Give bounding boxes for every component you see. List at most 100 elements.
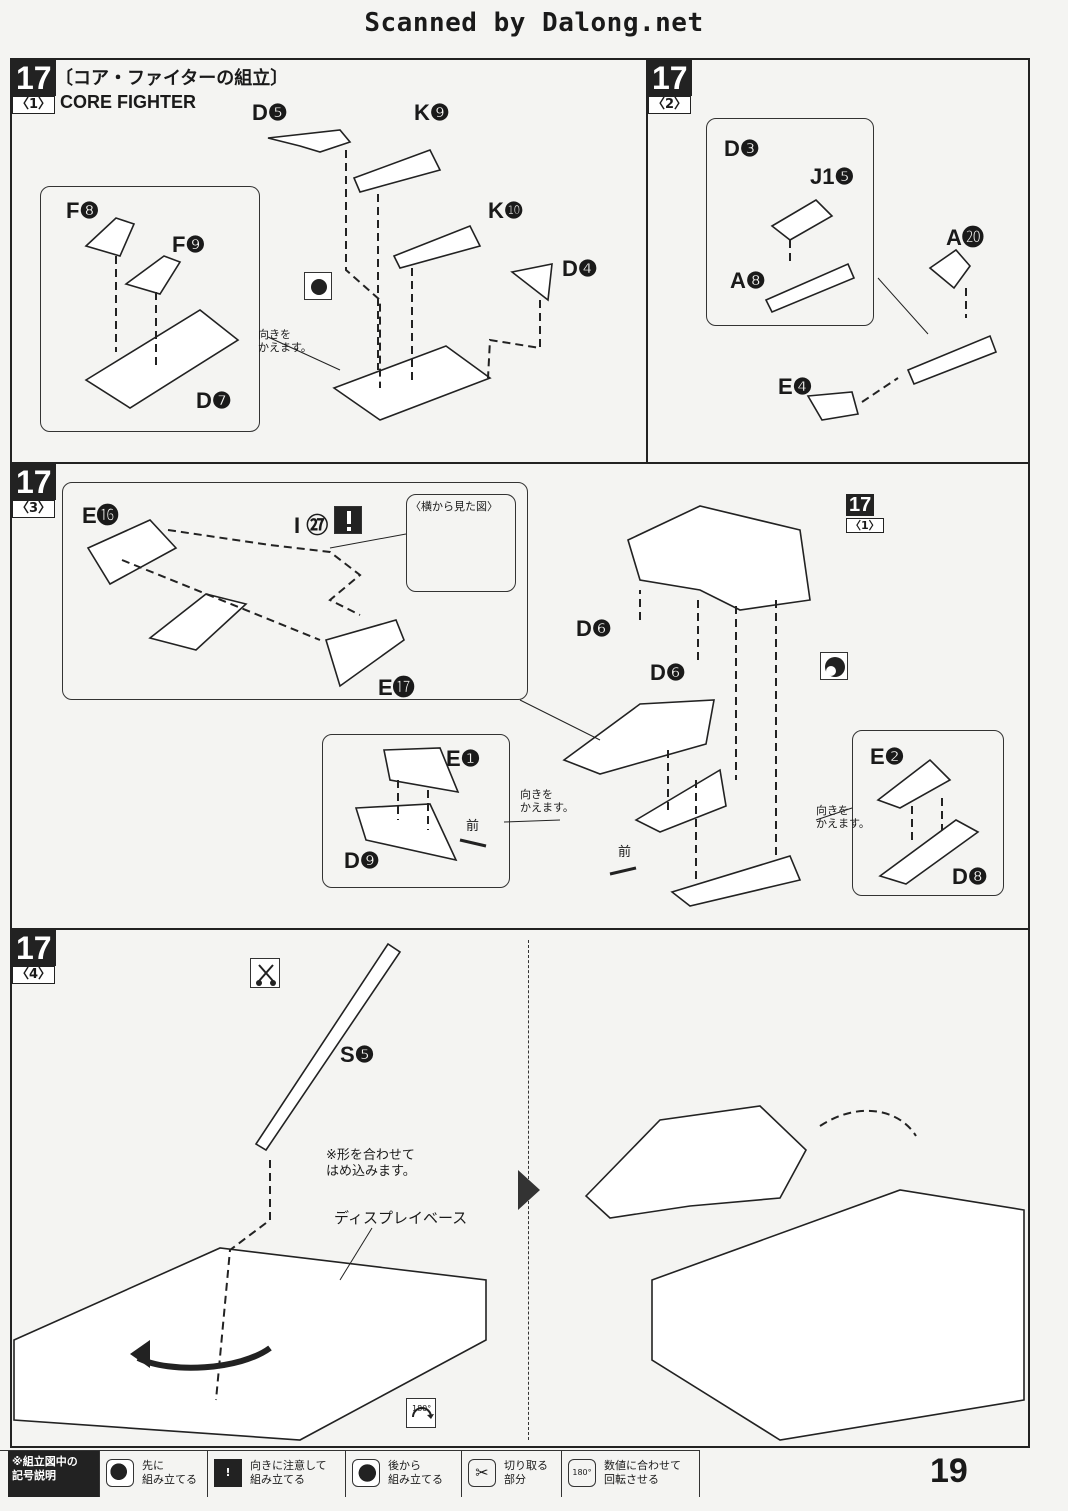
part-e16: E⓰ (82, 503, 119, 528)
caution-icon-legend: ! (214, 1459, 242, 1487)
part-a20: A⓴ (946, 225, 984, 250)
legend-item-rotate: 180° 数値に合わせて 回転させる (562, 1451, 700, 1497)
inset-cockpit (706, 118, 874, 326)
substep-label: 〈1〉 (12, 96, 56, 114)
body-lower-right-shape (670, 855, 802, 907)
part-d8: D❽ (952, 864, 988, 889)
part-f9: F❾ (172, 232, 206, 257)
scan-credit: Scanned by Dalong.net (364, 8, 704, 38)
part-k9-shape (352, 149, 442, 193)
part-e2: E❷ (870, 744, 905, 769)
part-e17-shape (324, 619, 405, 688)
inset-wing-left (322, 734, 510, 888)
part-d4: D❹ (562, 256, 598, 281)
assemble-later-icon-2 (820, 652, 848, 680)
part-e1: E❶ (446, 746, 481, 771)
part-d3: D❸ (724, 136, 760, 161)
step-number-3: 17 (12, 464, 56, 500)
inset-side-view (406, 494, 516, 592)
part-s5: S❺ (340, 1042, 375, 1067)
display-base-right-shape (651, 1189, 1025, 1441)
legend-label: 先に 組み立てる (142, 1459, 197, 1486)
part-e17: E⓱ (378, 675, 415, 700)
part-d9: D❾ (344, 848, 380, 873)
part-f8-shape (84, 217, 136, 257)
part-e16-shape (86, 519, 178, 586)
step-number-2: 17 (648, 60, 692, 96)
part-j15-shape (770, 198, 834, 241)
part-s5-shape (254, 942, 402, 1152)
inset-fins (40, 186, 260, 432)
step-number-4: 17 (12, 930, 56, 966)
note-turn-over-2: 向きを かえます。 (520, 788, 574, 814)
inset-wing-right (852, 730, 1004, 896)
core-fighter-upper-shape (627, 505, 811, 611)
legend-label: 向きに注意して 組み立てる (250, 1459, 327, 1486)
part-i27: I ㉗ (294, 513, 329, 538)
part-k10-shape (392, 224, 482, 269)
part-f8: F❽ (66, 198, 100, 223)
body-lower-left-shape (634, 768, 727, 833)
substep-label-2: 〈2〉 (648, 96, 692, 114)
legend-item-cut: ✂ 切り取る 部分 (462, 1451, 562, 1497)
note-turn-over-3: 向きを かえます。 (816, 804, 870, 830)
core-fighter-complete-shape (584, 1105, 807, 1219)
ref-step-number: 17 (846, 494, 875, 516)
rotate-180-icon (406, 1398, 436, 1428)
inset-cockpit-halves (62, 482, 528, 700)
note-front: 前 (466, 819, 480, 834)
caution-icon (334, 506, 362, 534)
part-j15: J1❺ (810, 164, 855, 189)
assemble-first-icon (106, 1459, 134, 1487)
part-d7: D❼ (196, 388, 232, 413)
part-d9-shape (354, 803, 458, 862)
legend-item-caution: ! 向きに注意して 組み立てる (208, 1451, 346, 1497)
cockpit-assembly-shape (906, 334, 998, 386)
page-number: 19 (930, 1452, 968, 1490)
legend-item-assemble-first: 先に 組み立てる (100, 1451, 208, 1497)
legend-title: ※組立図中の 記号説明 (8, 1451, 100, 1497)
part-d5-shape (267, 129, 352, 153)
ref-substep-label: 〈1〉 (846, 518, 884, 533)
step-number: 17 (12, 60, 56, 96)
part-d6-b: D❻ (650, 660, 686, 685)
rotate-value-label: 180° (412, 1404, 432, 1413)
assemble-later-icon (304, 272, 332, 300)
rotate-180-icon-legend: 180° (568, 1459, 596, 1487)
legend-item-assemble-later: 後から 組み立てる (346, 1451, 462, 1497)
part-d4-shape (510, 263, 553, 302)
part-d8-shape (878, 819, 980, 885)
substep-label-3: 〈3〉 (12, 500, 56, 518)
part-a8: A❽ (730, 268, 766, 293)
note-display-base: ディスプレイベース (334, 1209, 468, 1227)
display-base-left-shape (13, 1247, 487, 1441)
part-d5: D❺ (252, 100, 288, 125)
substep-label-4: 〈4〉 (12, 966, 56, 984)
part-e4: E❹ (778, 374, 813, 399)
body-half-right-shape (332, 345, 492, 421)
part-f9-shape (124, 255, 182, 295)
note-fit-shape: ※形を合わせて はめ込みます。 (326, 1148, 416, 1179)
step-title-jp: 〔コア・ファイターの組立〕 (55, 68, 289, 88)
cut-icon-legend: ✂ (468, 1459, 496, 1487)
legend-label: 切り取る 部分 (504, 1459, 548, 1486)
part-a8-shape (764, 262, 856, 314)
symbol-legend: ※組立図中の 記号説明 先に 組み立てる ! 向きに注意して 組み立てる 後から… (0, 1450, 700, 1497)
part-d6-a: D❻ (576, 616, 612, 641)
legend-label: 後から 組み立てる (388, 1459, 443, 1486)
cut-icon (250, 958, 280, 988)
part-a20-shape (928, 248, 972, 290)
assemble-later-icon-legend (352, 1459, 380, 1487)
body-half-left-shape (84, 309, 240, 409)
part-k10: K❿ (488, 198, 524, 223)
panel-17-4 (10, 928, 1030, 1448)
part-e2-shape (876, 758, 952, 809)
note-side-view: 〈横から見た図〉 (410, 500, 498, 513)
legend-label: 数値に合わせて 回転させる (604, 1459, 681, 1486)
canopy-inner-shape (148, 593, 248, 651)
part-e1-shape (383, 747, 460, 794)
note-front-2: 前 (618, 845, 632, 860)
step-title-en: CORE FIGHTER (60, 92, 197, 112)
cockpit-nose-shape (562, 699, 715, 775)
